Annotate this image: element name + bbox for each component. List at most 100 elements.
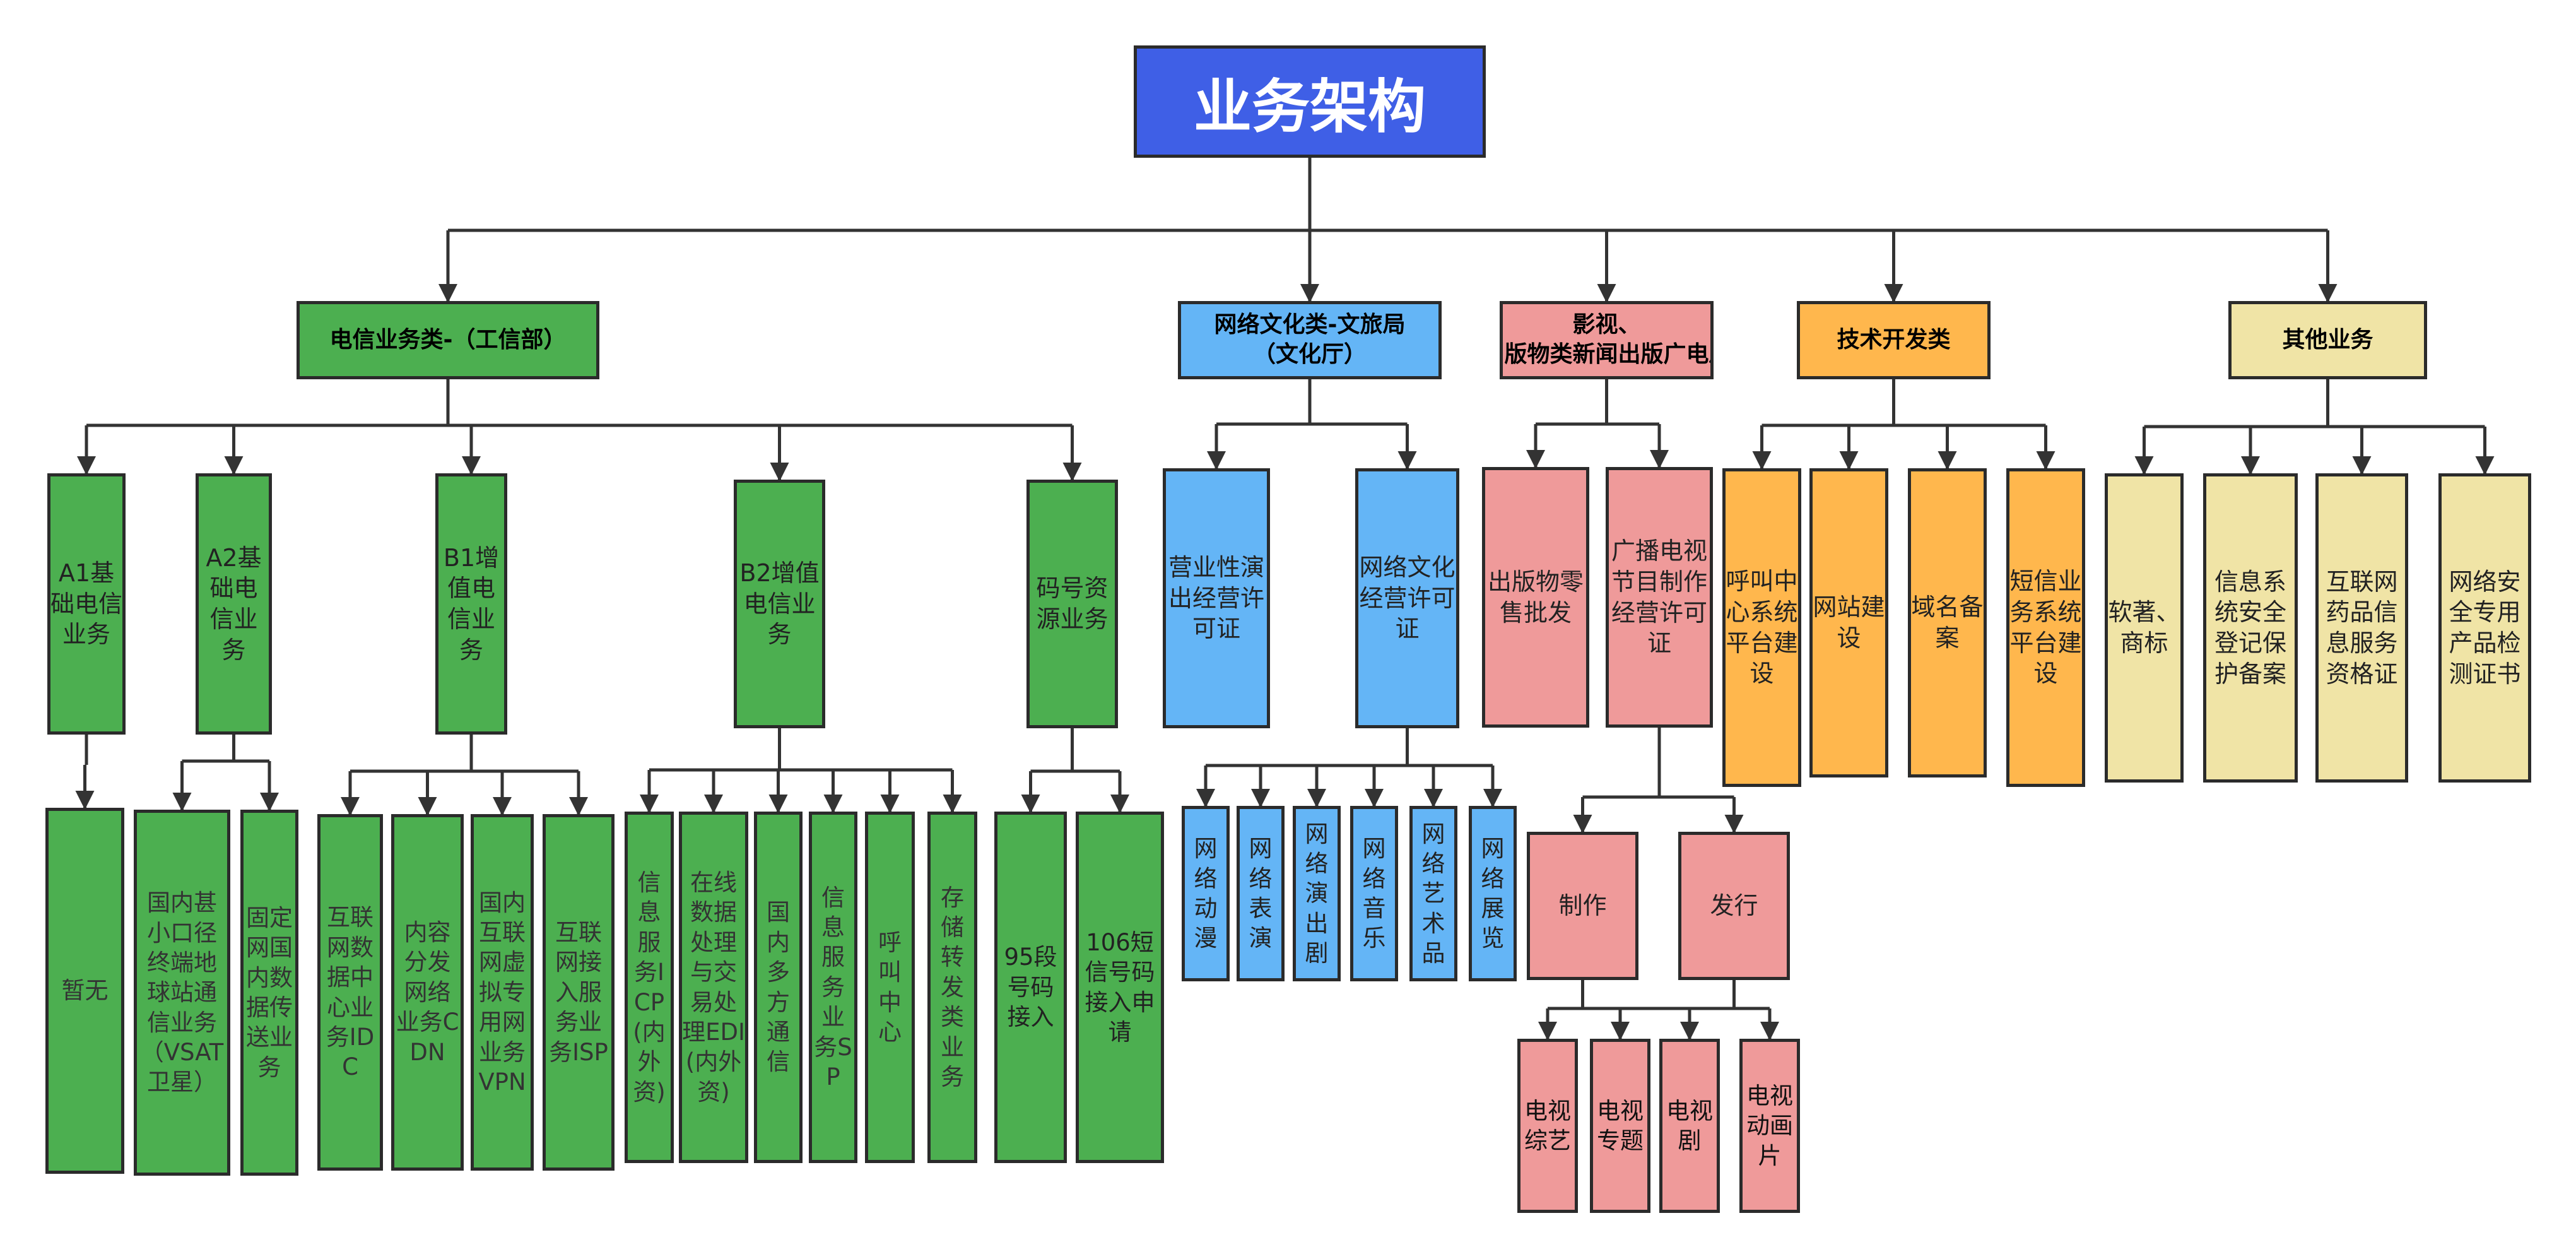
tech-item-2: 域名备案: [1908, 468, 1987, 777]
category-media-label: 影视、出版物类新闻出版广电局: [1503, 312, 1710, 367]
media-production-2-label: 电视剧: [1666, 1097, 1713, 1154]
media-group-0-label: 出版物零售批发: [1487, 567, 1584, 627]
telecom-group-3-label: B2增值电信业务: [739, 559, 820, 649]
media-step-1-label: 发行: [1710, 892, 1758, 920]
culture-leaf-0: 网络动漫: [1182, 806, 1230, 981]
culture-group-0-label: 营业性演出经营许可证: [1168, 553, 1264, 643]
tech-item-1: 网站建设: [1809, 468, 1888, 777]
other-item-3: 网络安全专用产品检测证书: [2438, 473, 2531, 783]
culture-leaf-3-label: 网络音乐: [1362, 835, 1386, 952]
telecom-group-1-label: A2基础电信业务: [206, 543, 262, 664]
culture-leaf-0-label: 网络动漫: [1194, 835, 1218, 952]
telecom-leaf-2-0-label: 互联网数据中心业务IDC: [326, 904, 375, 1081]
culture-group-0: 营业性演出经营许可证: [1163, 468, 1270, 728]
media-production-0: 电视综艺: [1517, 1039, 1578, 1213]
media-step-1: 发行: [1678, 832, 1790, 980]
other-item-0: 软著、商标: [2105, 473, 2184, 783]
category-other-label: 其他业务: [2282, 326, 2373, 353]
category-culture-label: 网络文化类-文旅局（文化厅）: [1214, 312, 1406, 367]
category-other: 其他业务: [2228, 301, 2427, 379]
tech-item-3: 短信业务系统平台建设: [2006, 468, 2085, 787]
culture-leaf-5-label: 网络展览: [1481, 835, 1505, 952]
telecom-leaf-1-0-label: 国内甚小口径终端地球站通信业务（VSAT卫星）: [140, 889, 224, 1096]
telecom-group-4: 码号资源业务: [1026, 480, 1118, 728]
culture-leaf-2: 网络演出剧: [1293, 806, 1341, 981]
media-production-1: 电视专题: [1590, 1039, 1650, 1213]
tech-item-1-label: 网站建设: [1813, 593, 1885, 652]
telecom-leaf-4-0: 95段号码接入: [994, 812, 1067, 1163]
other-item-1-label: 信息系统安全登记保护备案: [2214, 567, 2286, 688]
media-group-1: 广播电视节目制作经营许可证: [1606, 467, 1713, 728]
telecom-leaf-4-1: 106短信号码接入申请: [1076, 812, 1164, 1163]
root-title: 业务架构: [1134, 45, 1486, 158]
media-production-1-label: 电视专题: [1597, 1097, 1644, 1154]
telecom-leaf-2-1-label: 内容分发网络业务CDN: [396, 919, 459, 1066]
other-item-3-label: 网络安全专用产品检测证书: [2449, 567, 2521, 688]
telecom-leaf-3-0-label: 信息服务ICP(内外资): [633, 869, 666, 1106]
culture-leaf-1: 网络表演: [1237, 806, 1285, 981]
other-item-1: 信息系统安全登记保护备案: [2203, 473, 2298, 783]
telecom-group-0: A1基础电信业务: [47, 473, 126, 735]
telecom-leaf-2-2: 国内互联网虚拟专用网业务VPN: [471, 814, 534, 1171]
telecom-leaf-1-1-label: 固定网国内数据传送业务: [246, 904, 293, 1081]
other-item-0-label: 软著、商标: [2108, 598, 2180, 657]
root-title-label: 业务架构: [1193, 73, 1426, 141]
telecom-leaf-1-0: 国内甚小口径终端地球站通信业务（VSAT卫星）: [134, 810, 230, 1176]
telecom-leaf-3-0: 信息服务ICP(内外资): [625, 812, 674, 1163]
telecom-leaf-3-4: 呼叫中心: [865, 812, 915, 1163]
telecom-leaf-0-0: 暂无: [45, 808, 124, 1174]
telecom-group-0-label: A1基础电信业务: [50, 559, 123, 649]
category-telecom: 电信业务类-（工信部）: [297, 301, 599, 379]
telecom-leaf-2-3: 互联网接入服务业务ISP: [543, 814, 615, 1171]
culture-leaf-4: 网络艺术品: [1409, 806, 1457, 981]
culture-leaf-1-label: 网络表演: [1249, 835, 1273, 952]
tech-item-3-label: 短信业务系统平台建设: [2009, 567, 2082, 688]
category-tech-label: 技术开发类: [1837, 326, 1951, 353]
telecom-leaf-4-1-label: 106短信号码接入申请: [1085, 928, 1155, 1046]
category-telecom-label: 电信业务类-（工信部）: [329, 326, 567, 353]
telecom-leaf-4-0-label: 95段号码接入: [1004, 943, 1057, 1031]
media-step-0: 制作: [1527, 832, 1638, 980]
telecom-leaf-1-1: 固定网国内数据传送业务: [240, 810, 298, 1176]
telecom-leaf-3-5: 存储转发类业务: [927, 812, 977, 1163]
culture-leaf-5: 网络展览: [1469, 806, 1517, 981]
tech-item-2-label: 域名备案: [1911, 593, 1984, 652]
category-culture: 网络文化类-文旅局（文化厅）: [1178, 301, 1442, 379]
telecom-leaf-3-2: 国内多方通信: [754, 812, 803, 1163]
telecom-leaf-3-2-label: 国内多方通信: [767, 899, 790, 1076]
media-production-3-label: 电视动画片: [1746, 1082, 1793, 1169]
telecom-leaf-3-4-label: 呼叫中心: [878, 928, 902, 1046]
telecom-leaf-2-2-label: 国内互联网虚拟专用网业务VPN: [478, 889, 526, 1096]
telecom-leaf-3-3-label: 信息服务业务SP: [814, 884, 852, 1091]
telecom-group-3: B2增值电信业务: [734, 480, 825, 728]
telecom-leaf-2-1: 内容分发网络业务CDN: [391, 814, 464, 1171]
telecom-leaf-2-0: 互联网数据中心业务IDC: [317, 814, 383, 1171]
telecom-leaf-3-1: 在线数据处理与交易处理EDI(内外资): [679, 812, 748, 1163]
tech-item-0-label: 呼叫中心系统平台建设: [1726, 567, 1798, 688]
category-tech: 技术开发类: [1797, 301, 1991, 379]
culture-leaf-4-label: 网络艺术品: [1421, 820, 1445, 967]
culture-group-1: 网络文化经营许可证: [1355, 468, 1459, 728]
category-media: 影视、出版物类新闻出版广电局: [1500, 301, 1714, 379]
telecom-leaf-3-1-label: 在线数据处理与交易处理EDI(内外资): [682, 869, 745, 1106]
culture-leaf-2-label: 网络演出剧: [1305, 820, 1329, 967]
telecom-group-4-label: 码号资源业务: [1036, 574, 1109, 633]
telecom-leaf-3-3: 信息服务业务SP: [809, 812, 857, 1163]
other-item-2-label: 互联网药品信息服务资格证: [2326, 567, 2398, 688]
telecom-leaf-2-3-label: 互联网接入服务业务ISP: [549, 919, 608, 1066]
media-step-0-label: 制作: [1558, 892, 1607, 920]
media-group-0: 出版物零售批发: [1482, 467, 1589, 728]
media-production-0-label: 电视综艺: [1524, 1097, 1571, 1154]
tech-item-0: 呼叫中心系统平台建设: [1722, 468, 1801, 787]
culture-leaf-3: 网络音乐: [1350, 806, 1398, 981]
media-production-3: 电视动画片: [1739, 1039, 1800, 1213]
telecom-leaf-3-5-label: 存储转发类业务: [941, 884, 964, 1091]
culture-group-1-label: 网络文化经营许可证: [1359, 553, 1456, 643]
telecom-group-2: B1增值电信业务: [435, 473, 507, 735]
telecom-group-1: A2基础电信业务: [196, 473, 272, 735]
media-group-1-label: 广播电视节目制作经营许可证: [1611, 537, 1707, 658]
telecom-leaf-0-0-label: 暂无: [61, 977, 109, 1005]
telecom-group-2-label: B1增值电信业务: [443, 543, 500, 664]
